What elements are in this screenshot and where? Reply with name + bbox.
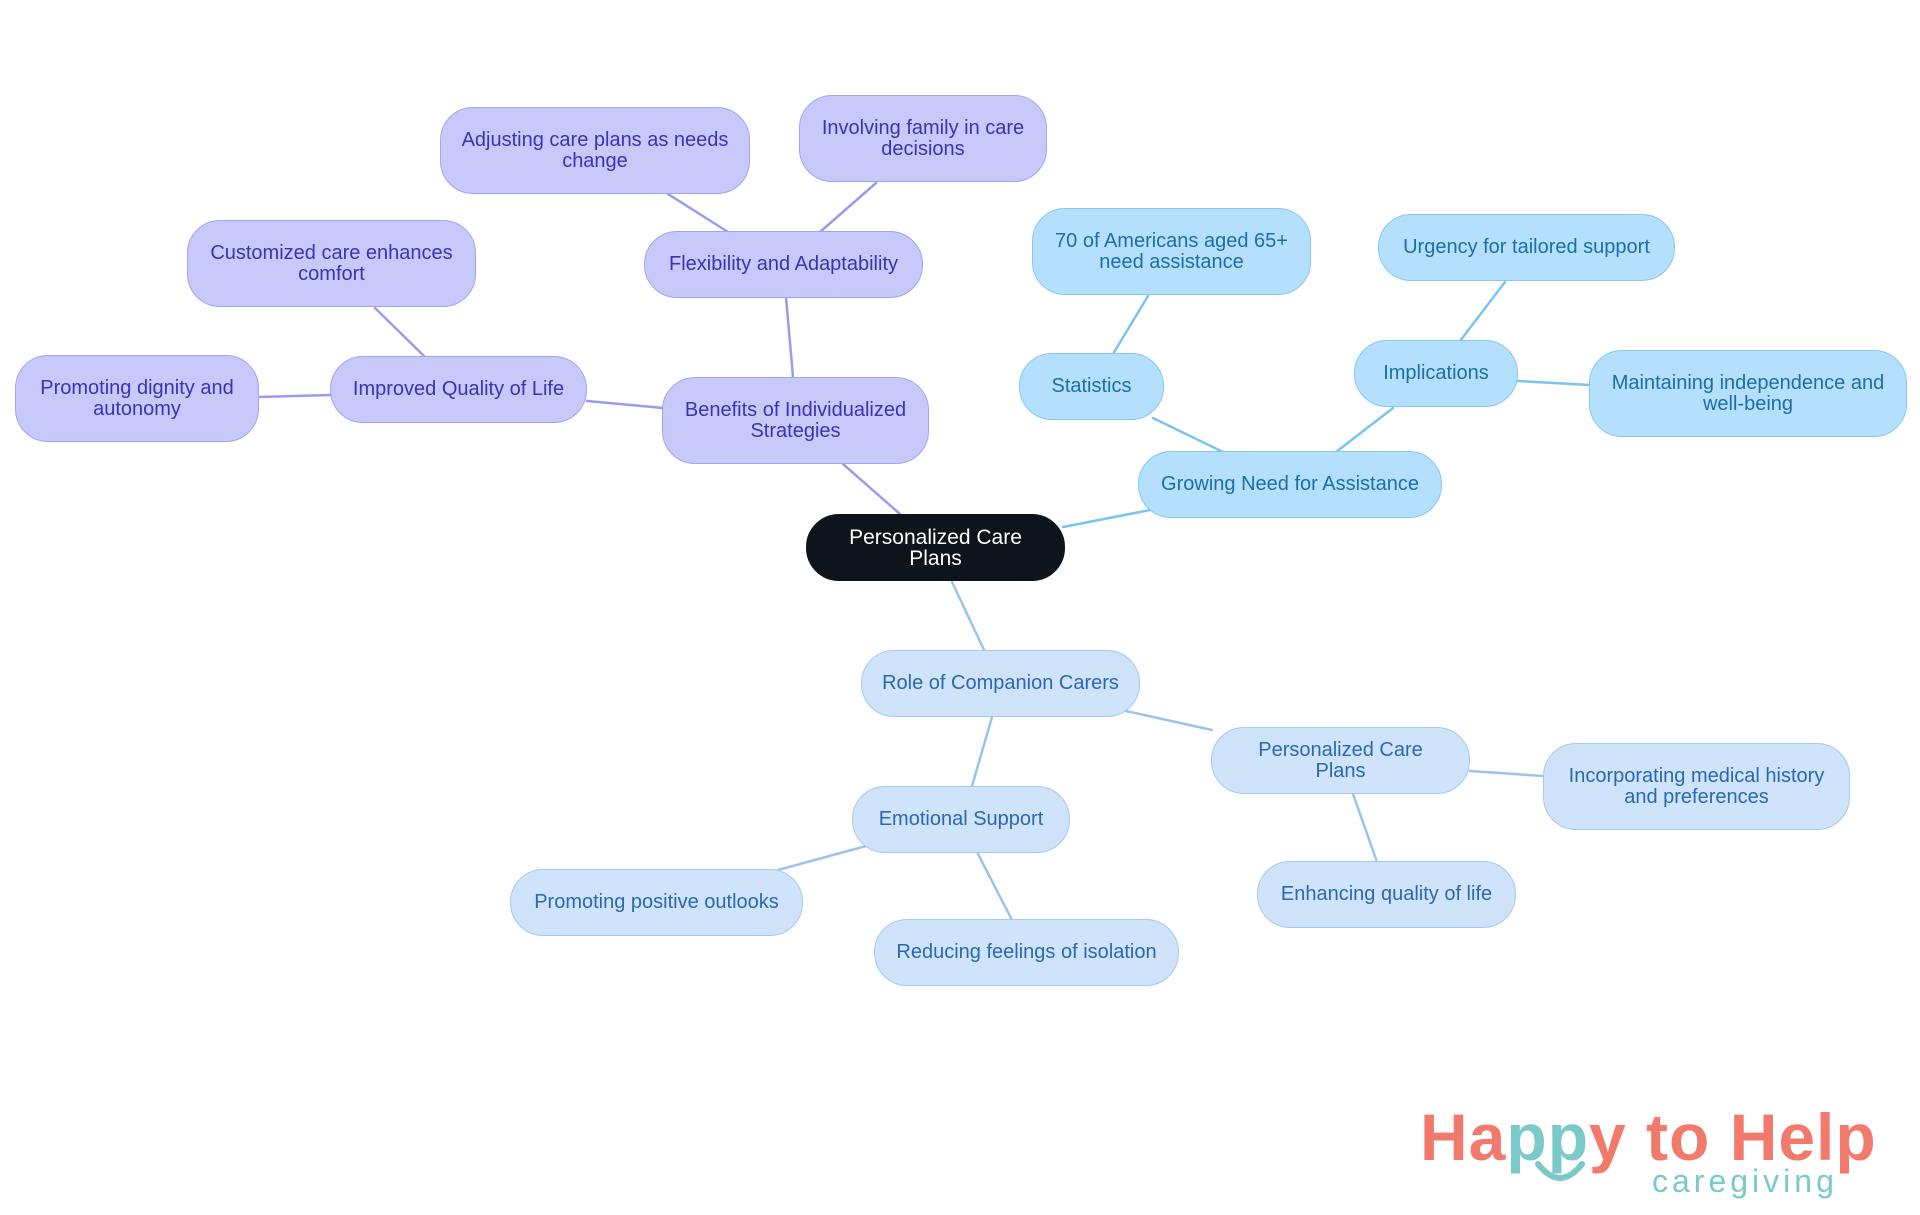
edge-implications-independence bbox=[1516, 379, 1592, 387]
happy-to-help-logo: Happy to Help caregiving bbox=[1420, 1102, 1890, 1212]
edge-implications-urgency bbox=[1458, 280, 1507, 343]
edge-flexibility-adjusting bbox=[666, 192, 730, 234]
node-urgency[interactable]: Urgency for tailored support bbox=[1378, 214, 1675, 281]
node-positive-outlooks-label: Promoting positive outlooks bbox=[534, 891, 779, 913]
node-dignity[interactable]: Promoting dignity and autonomy bbox=[15, 355, 259, 442]
node-flexibility-label: Flexibility and Adaptability bbox=[668, 253, 898, 275]
node-stat-detail[interactable]: 70 of Americans aged 65+ need assistance bbox=[1032, 208, 1311, 295]
node-companion-carers[interactable]: Role of Companion Carers bbox=[861, 650, 1140, 717]
node-growing-need-label: Growing Need for Assistance bbox=[1161, 473, 1419, 495]
node-benefits-label: Benefits of Individualized Strategies bbox=[684, 398, 907, 442]
node-implications-label: Implications bbox=[1383, 362, 1489, 384]
node-involving-family[interactable]: Involving family in care decisions bbox=[799, 95, 1047, 182]
node-adjusting[interactable]: Adjusting care plans as needs change bbox=[440, 107, 750, 194]
node-independence-label: Maintaining independence and well-being bbox=[1611, 371, 1885, 415]
node-positive-outlooks[interactable]: Promoting positive outlooks bbox=[510, 869, 803, 936]
edge-role-emotional bbox=[970, 715, 994, 788]
node-adjusting-label: Adjusting care plans as needs change bbox=[461, 128, 729, 172]
edge-need-statistics bbox=[1151, 416, 1225, 454]
edge-quality-dignity bbox=[257, 393, 332, 399]
node-root[interactable]: Personalized Care Plans bbox=[806, 514, 1065, 581]
node-enhancing-quality[interactable]: Enhancing quality of life bbox=[1257, 861, 1516, 928]
node-benefits[interactable]: Benefits of Individualized Strategies bbox=[662, 377, 929, 464]
node-dignity-label: Promoting dignity and autonomy bbox=[40, 376, 234, 420]
edge-statistics-detail bbox=[1111, 294, 1150, 356]
edge-plans-medical bbox=[1468, 769, 1545, 778]
node-involving-family-label: Involving family in care decisions bbox=[821, 116, 1025, 160]
node-statistics[interactable]: Statistics bbox=[1019, 353, 1164, 420]
node-quality-of-life-label: Improved Quality of Life bbox=[352, 378, 565, 400]
edge-emotional-isolation bbox=[976, 852, 1014, 922]
smile-icon bbox=[1535, 1161, 1585, 1181]
node-urgency-label: Urgency for tailored support bbox=[1403, 236, 1650, 258]
node-isolation[interactable]: Reducing feelings of isolation bbox=[874, 919, 1179, 986]
node-quality-of-life[interactable]: Improved Quality of Life bbox=[330, 356, 587, 423]
node-enhancing-quality-label: Enhancing quality of life bbox=[1280, 883, 1493, 905]
edge-root-need bbox=[1061, 508, 1152, 529]
node-flexibility[interactable]: Flexibility and Adaptability bbox=[644, 231, 923, 298]
node-personalized-plans[interactable]: Personalized Care Plans bbox=[1211, 727, 1470, 794]
node-growing-need[interactable]: Growing Need for Assistance bbox=[1138, 451, 1442, 518]
edge-emotional-positive bbox=[776, 844, 868, 872]
node-emotional-support[interactable]: Emotional Support bbox=[852, 786, 1070, 853]
edge-need-implications bbox=[1334, 406, 1395, 454]
node-root-label: Personalized Care Plans bbox=[849, 525, 1022, 570]
node-customized-care-label: Customized care enhances comfort bbox=[210, 241, 453, 285]
node-emotional-support-label: Emotional Support bbox=[878, 808, 1044, 830]
logo-tagline: caregiving bbox=[1652, 1163, 1838, 1199]
node-customized-care[interactable]: Customized care enhances comfort bbox=[187, 220, 476, 307]
node-independence[interactable]: Maintaining independence and well-being bbox=[1589, 350, 1907, 437]
edge-plans-quality bbox=[1351, 792, 1379, 864]
node-stat-detail-label: 70 of Americans aged 65+ need assistance bbox=[1055, 229, 1288, 273]
node-medical-history-label: Incorporating medical history and prefer… bbox=[1568, 764, 1825, 808]
node-statistics-label: Statistics bbox=[1051, 375, 1132, 397]
edge-benefits-flexibility bbox=[784, 295, 795, 379]
node-isolation-label: Reducing feelings of isolation bbox=[896, 941, 1157, 963]
node-personalized-plans-label: Personalized Care Plans bbox=[1258, 738, 1423, 782]
edge-flexibility-family bbox=[818, 181, 878, 234]
edge-benefits-quality bbox=[585, 399, 665, 410]
edge-root-role bbox=[950, 580, 987, 654]
edge-root-benefits bbox=[841, 462, 902, 516]
node-medical-history[interactable]: Incorporating medical history and prefer… bbox=[1543, 743, 1850, 830]
logo-wordmark: Happy to Help bbox=[1420, 1100, 1877, 1174]
node-implications[interactable]: Implications bbox=[1354, 340, 1518, 407]
node-companion-carers-label: Role of Companion Carers bbox=[882, 672, 1119, 694]
edge-quality-customized bbox=[373, 306, 427, 359]
edge-role-plans bbox=[1124, 709, 1214, 732]
